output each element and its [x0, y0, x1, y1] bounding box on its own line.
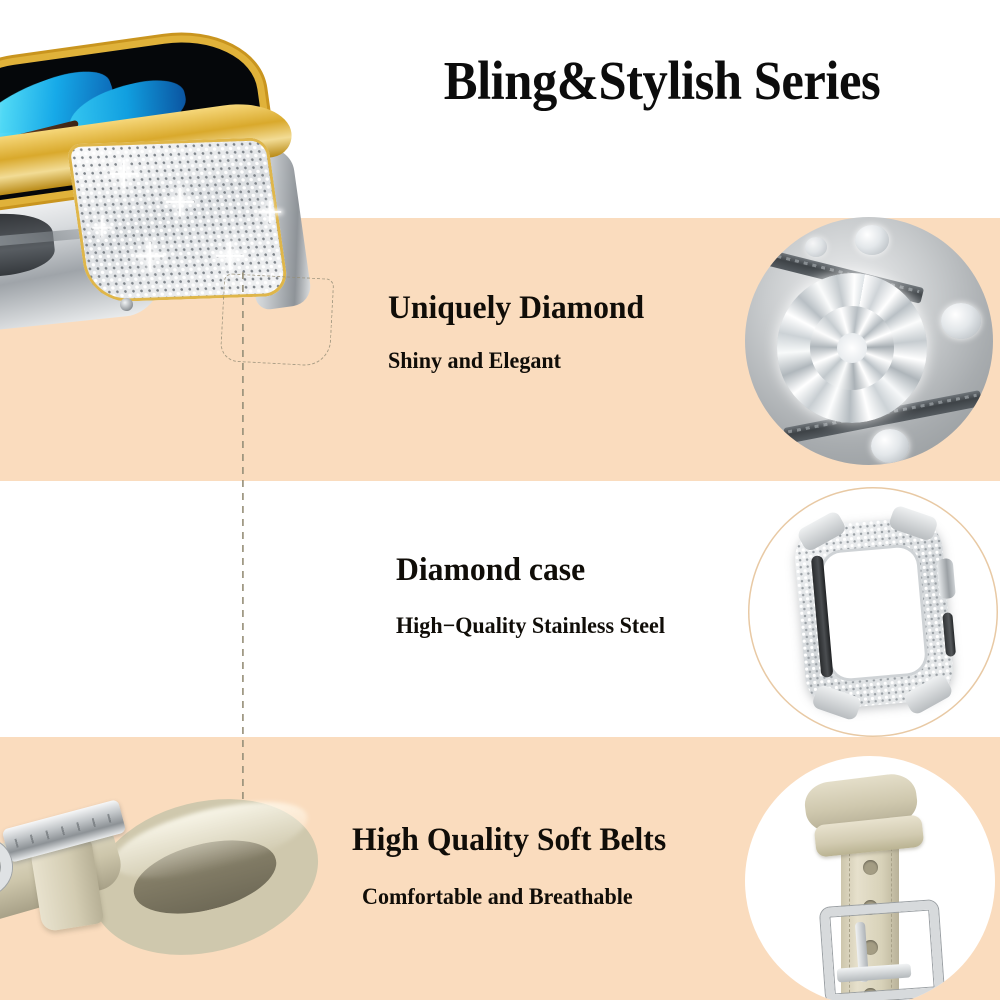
inset-photo-macro-diamond: [745, 217, 993, 465]
feature-block-diamond-case: Diamond case High−Quality Stainless Stee…: [396, 552, 676, 639]
inset-photo-strap-buckle: [745, 756, 995, 1000]
feature-subtitle: High−Quality Stainless Steel: [396, 613, 665, 639]
background-gem: [941, 303, 981, 339]
feature-title: Uniquely Diamond: [388, 290, 645, 326]
case-crown-cutout: [936, 557, 956, 600]
watch-lug-screw: [120, 298, 133, 311]
poster-headline: Bling&Stylish Series: [443, 50, 881, 111]
strap-hole: [863, 988, 878, 1000]
strap-buckle-assembly: [745, 756, 995, 1000]
feature-block-uniquely-diamond: Uniquely Diamond Shiny and Elegant: [388, 290, 655, 374]
feature-title: Diamond case: [396, 552, 586, 588]
feature-title: High Quality Soft Belts: [352, 822, 667, 858]
leather-strap-top-stitch-panel: [219, 273, 335, 367]
brilliant-cut-diamond: [777, 273, 927, 423]
product-watch-photo: [0, 28, 380, 340]
feature-subtitle: Comfortable and Breathable: [362, 884, 633, 910]
strap-hole: [863, 900, 878, 915]
watch-protective-case: [792, 504, 957, 722]
strap-stitch-left: [849, 848, 850, 1000]
case-screen-cutout: [818, 542, 930, 684]
background-gem: [805, 237, 827, 257]
leather-strap-main: [150, 268, 335, 868]
pin-buckle-frame: [819, 900, 945, 1000]
inset-photo-rhinestone-case: [748, 487, 998, 737]
feature-block-soft-belts: High Quality Soft Belts Comfortable and …: [352, 822, 679, 910]
strap-stitch-right: [891, 848, 892, 1000]
strap-hole: [863, 860, 878, 875]
background-gem: [871, 429, 909, 463]
leather-strap-curl-and-clasp: [0, 776, 370, 1000]
leather-strap-center-seam: [242, 272, 244, 864]
background-gem: [855, 225, 889, 255]
feature-subtitle: Shiny and Elegant: [388, 348, 562, 374]
